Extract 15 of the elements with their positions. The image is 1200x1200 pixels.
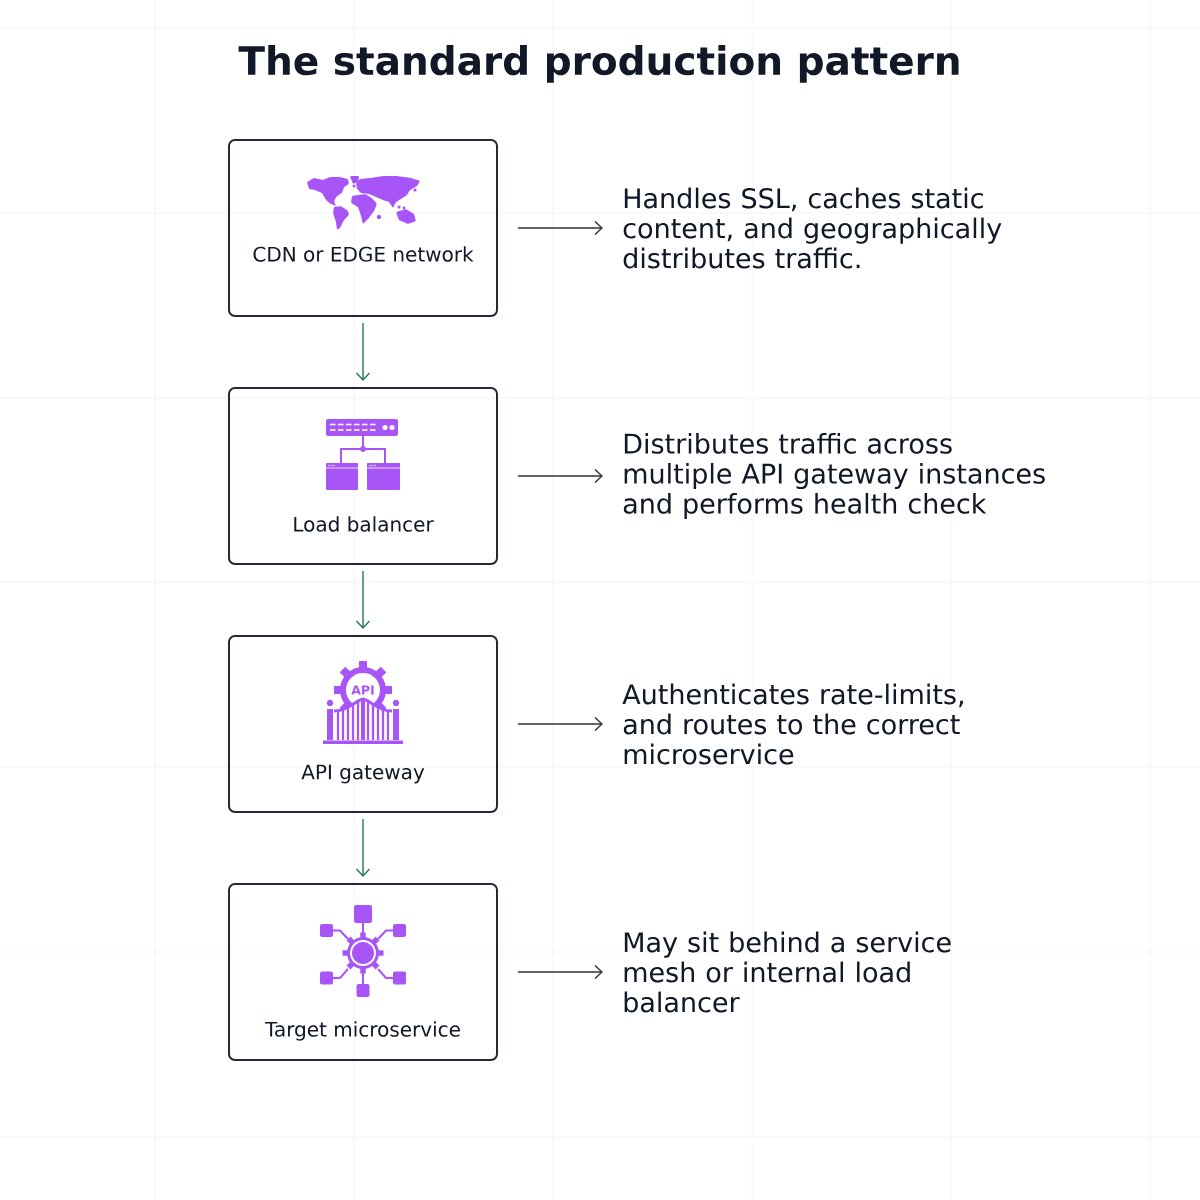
title: The standard production pattern bbox=[238, 45, 959, 83]
service-box: Target microservice bbox=[228, 883, 498, 1061]
arrow bbox=[517, 468, 603, 484]
description-text: Handles SSL, caches static content, and geographically distributes traffic. bbox=[623, 187, 1002, 269]
arrow bbox=[517, 220, 603, 236]
arrow bbox=[355, 818, 371, 877]
arrow bbox=[355, 570, 371, 629]
arrow bbox=[355, 322, 371, 381]
service-box: Load balancer bbox=[228, 387, 498, 565]
description-text: Distributes traffic across multiple API gateway instances and performs health check bbox=[623, 432, 1045, 520]
arrow bbox=[517, 964, 603, 980]
service-box: CDN or EDGE network bbox=[228, 139, 498, 317]
arrow bbox=[517, 716, 603, 732]
description-text: Authenticates rate-limits, and routes to the correct microservice bbox=[622, 683, 963, 765]
description-text: May sit behind a service mesh or internal load balancer bbox=[624, 931, 951, 1013]
